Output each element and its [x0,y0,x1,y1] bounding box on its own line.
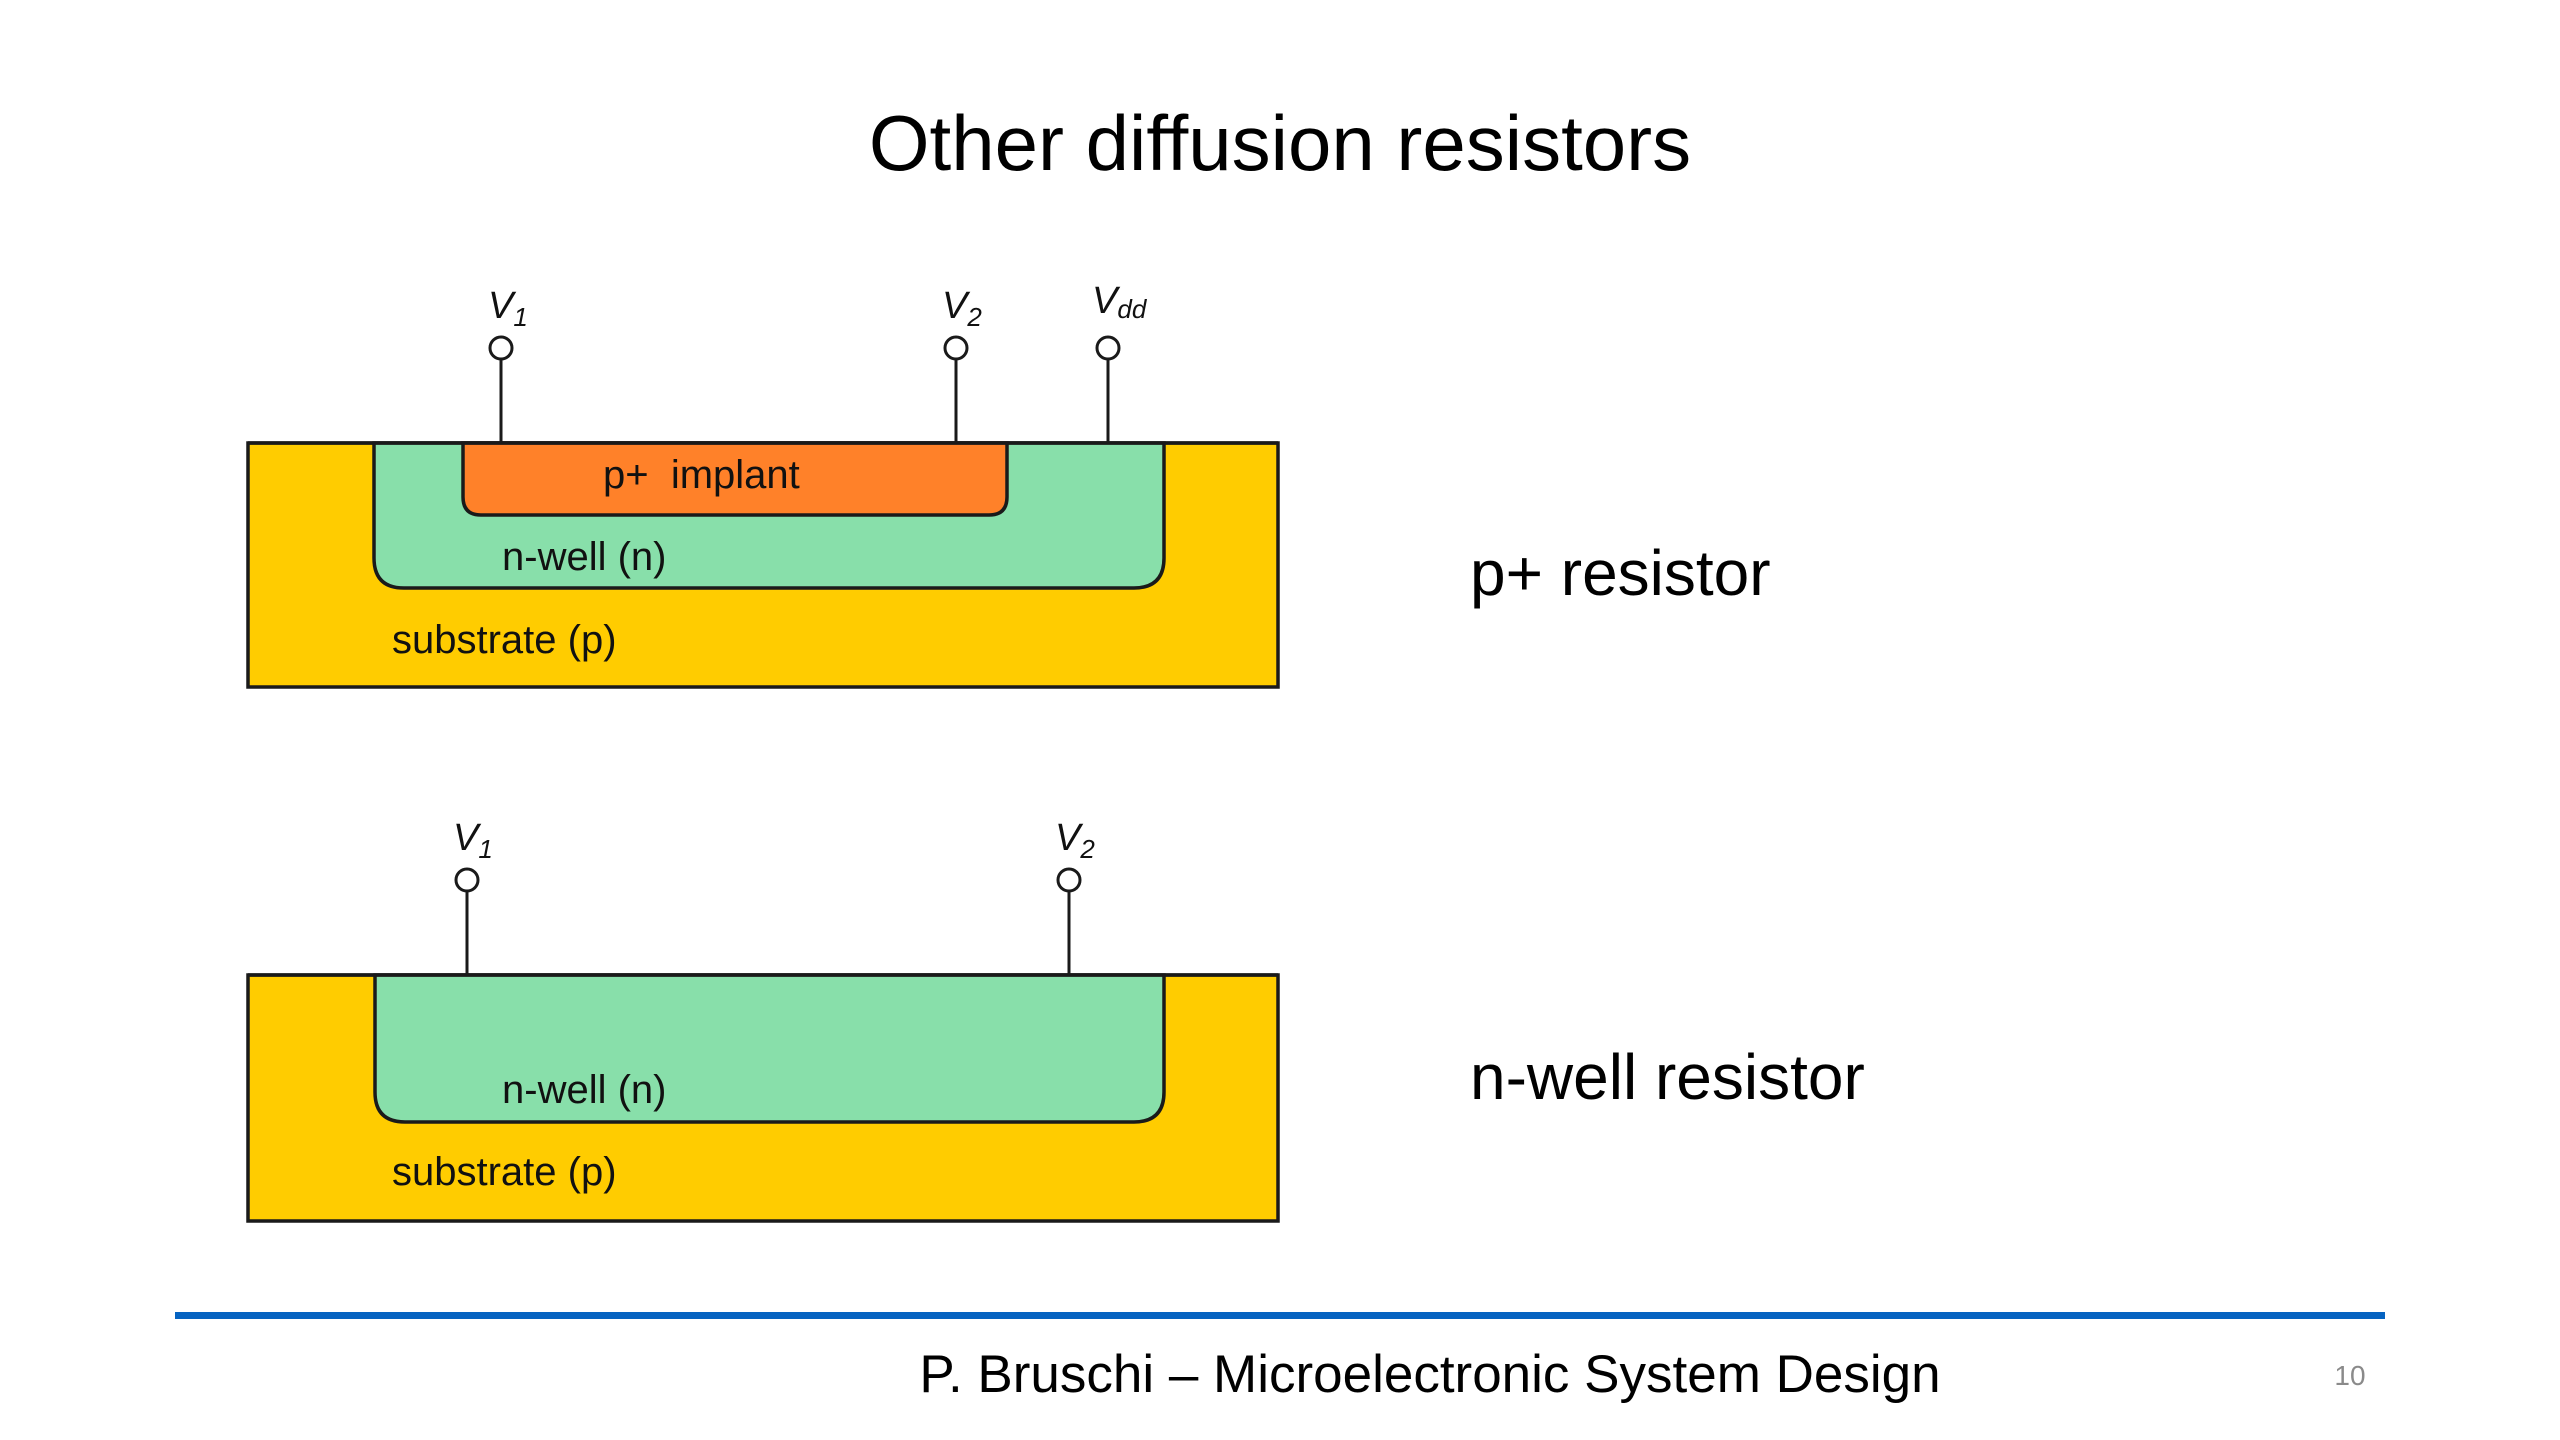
slide-title: Other diffusion resistors [868,99,1692,187]
page-number: 10 [2334,1360,2366,1391]
substrate-label: substrate (p) [392,1150,617,1194]
nwell-resistor-diagram: n-well (n) substrate (p) V1 V2 [246,817,1280,1223]
terminal-v1: V1 [453,817,493,975]
terminal-node-icon [943,335,969,361]
terminal-v2: V2 [1055,817,1095,975]
terminal-label: V1 [488,285,528,332]
terminal-node-icon [1056,867,1082,893]
substrate-label: substrate (p) [392,618,617,662]
p-implant-label: p+ implant [603,453,800,497]
terminal-node-icon [454,867,480,893]
terminal-vdd: Vdd [1092,280,1148,443]
nwell-resistor-caption: n-well resistor [1470,1041,1865,1113]
terminal-node-icon [488,335,514,361]
footer-text: P. Bruschi – Microelectronic System Desi… [919,1345,1941,1404]
terminal-node-icon [1095,335,1121,361]
terminal-label: V2 [1055,817,1095,864]
terminal-v1: V1 [488,285,528,443]
footer-divider [175,1312,2385,1319]
p-plus-resistor-caption: p+ resistor [1470,537,1771,609]
terminal-label: Vdd [1092,280,1148,324]
p-plus-resistor-diagram: p+ implant n-well (n) substrate (p) V1 V… [246,280,1280,689]
terminal-label: V2 [942,285,982,332]
terminal-v2: V2 [942,285,982,443]
nwell-region [373,973,1166,1124]
p-implant-region [461,441,1009,517]
terminal-label: V1 [453,817,493,864]
nwell-label: n-well (n) [502,535,666,579]
nwell-label: n-well (n) [502,1068,666,1112]
